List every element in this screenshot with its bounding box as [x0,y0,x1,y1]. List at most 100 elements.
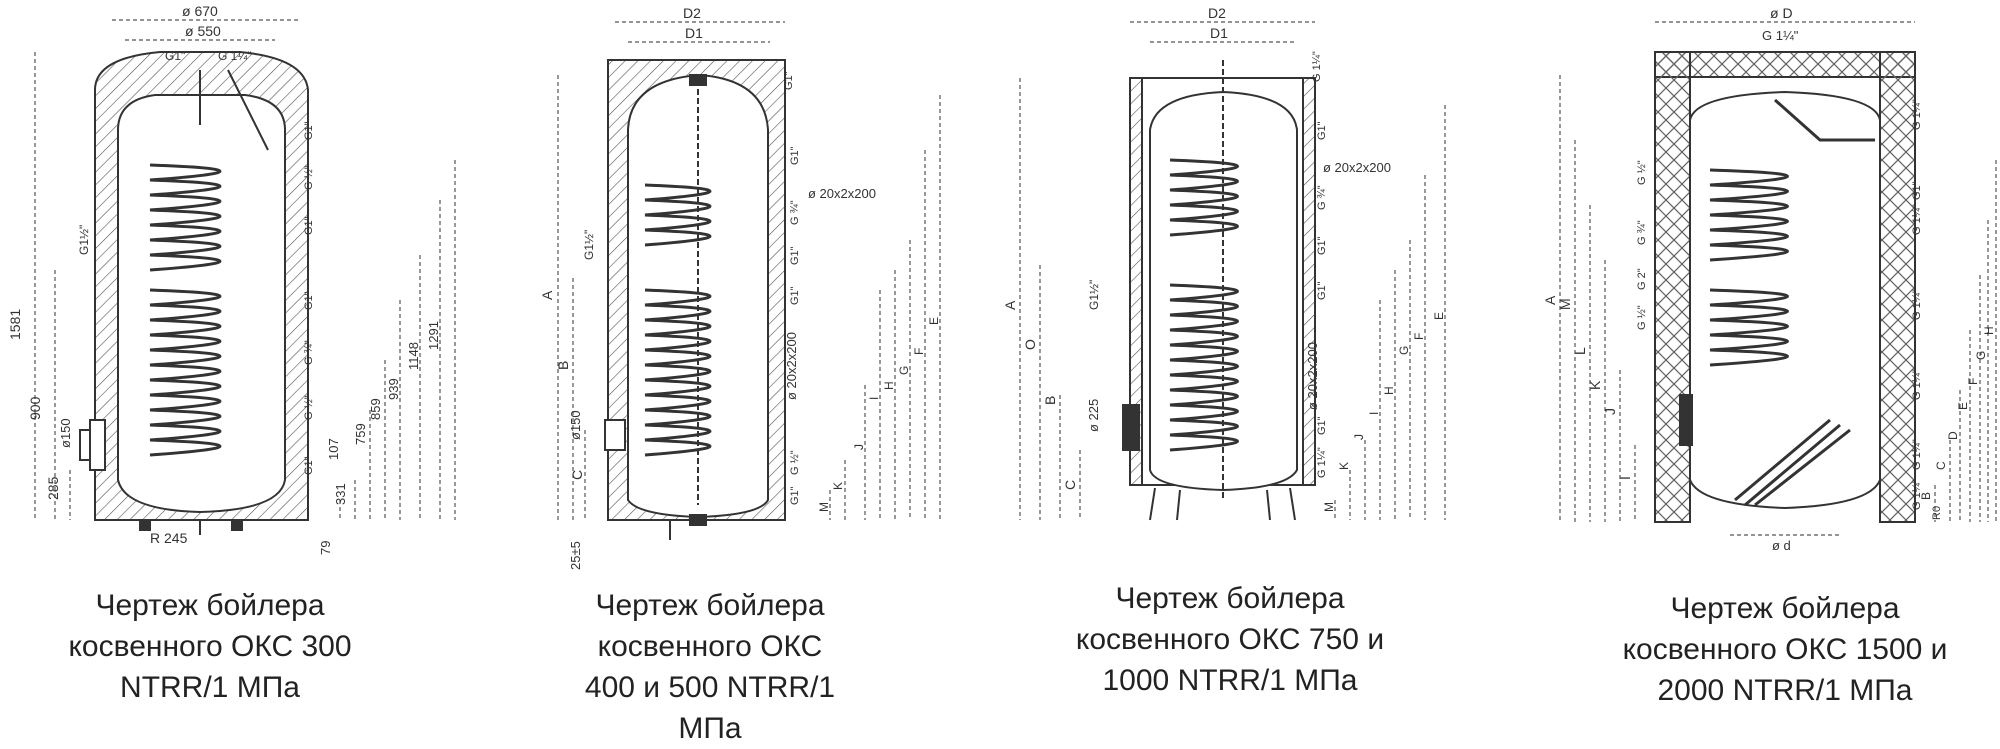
dim-rg-1: G ½" [303,165,315,190]
dim-left-a: A [1542,295,1558,305]
dim-lg-3: G ½" [1636,305,1648,330]
dim-rg-3: G1" [303,291,315,310]
dimension-lines [34,19,456,520]
dim-right-g: G [1397,346,1411,355]
dim-bottom: R 245 [150,530,188,546]
dim-top-inner: D1 [685,25,703,41]
dim-left-a: A [1005,300,1018,310]
dim-coil-2: ø 20x2x200 [1305,342,1320,410]
dim-right-b: B [1919,492,1933,500]
drawing-okc-400-500: D2 D1 G1" A B C G1½" ø150 25±5 ø 20x2x20… [520,0,980,570]
dim-right-f: F [1412,333,1426,340]
dimension-lines [1559,21,1997,536]
dim-left-m: M [1557,298,1573,310]
dim-left-a: A [539,290,555,300]
dim-lg-1: G ¾" [1636,220,1648,245]
dim-rg-5: G 1¼" [1911,439,1923,470]
dim-rg-2: G 1¼" [1911,204,1923,235]
caption-okc-300: Чертеж бойлера косвенного ОКС 300 NTRR/1… [68,589,352,704]
dim-right-k: K [1337,462,1351,470]
dim-right-2: 107 [326,438,341,460]
dim-lg-2: G 2" [1636,268,1648,290]
dim-right-e: E [1956,402,1970,410]
dim-right-0: 79 [318,541,333,555]
dim-side-g: G1½" [77,225,91,255]
dim-rg-4: G ¾" [303,340,315,365]
dim-right-d: D [1946,431,1960,440]
dim-rg-3: G 1¼" [1911,289,1923,320]
dim-rg-6: G1" [303,456,315,475]
dim-right-e: E [1432,312,1446,320]
dim-g-left: G1" [165,49,185,63]
dim-right-m: M [817,502,831,512]
dim-side-g: G1½" [1087,280,1101,310]
dim-left-b: B [1042,396,1058,405]
dim-right-i: I [1367,412,1381,415]
dim-right-6: 1148 [406,342,421,370]
dim-side-g: G1½" [582,230,596,260]
dim-rg-2: G1" [789,246,801,265]
dim-rg-4: G 1¼" [1911,369,1923,400]
dim-top-inner: D1 [1210,25,1228,41]
dim-rg-1: G ¾" [1316,185,1328,210]
dim-g-top: G 1¼" [1311,51,1323,82]
dim-rg-5: G1" [789,486,801,505]
dim-top-outer: ø 670 [182,3,218,19]
dim-right-f: F [912,348,926,355]
dim-port-d: ø 225 [1086,399,1101,432]
dim-rg-5: G ½" [303,395,315,420]
dim-right-4: 859 [368,398,383,420]
caption-okc-1500-2000: Чертеж бойлера косвенного ОКС 1500 и 200… [1622,592,1948,707]
dim-left-c: C [569,470,585,480]
dim-right-h: H [1982,326,1996,335]
dim-left-1: 1581 [7,309,23,340]
dim-rg-6: G 1¼" [1911,479,1923,510]
dim-top-outer: D2 [1208,5,1226,21]
dim-right-h: H [1382,386,1396,395]
dim-rg-0: G 1¼" [1911,99,1923,130]
dim-left-k: K [1587,380,1603,390]
dim-right-j: J [852,444,866,450]
dim-rg-5: G 1¼" [1316,447,1328,478]
dim-rg-0: G1" [789,146,801,165]
dim-bottom-d: ø d [1772,538,1791,553]
dim-right-g: G [897,366,911,375]
dim-right-3: 759 [353,423,368,445]
dim-left-c: C [1062,480,1078,490]
dim-rg-3: G1" [789,286,801,305]
dim-g-top: G1" [783,71,795,90]
dim-lg-0: G ½" [1636,160,1648,185]
drawing-okc-750-1000: D2 D1 G 1¼" A O B C G1½" ø 225 ø 20x2x20… [1005,0,1465,570]
dimension-lines [1019,21,1446,520]
dim-right-e: E [927,317,941,325]
dim-left-i: I [1617,476,1633,480]
tank-body [604,59,786,540]
dim-top-outer: D2 [683,5,701,21]
dim-top: ø D [1770,5,1793,21]
drawing-okc-300: ø 670 ø 550 G1" G 1¼" 1581 900 285 G1½" … [0,0,460,570]
dim-g-top: G 1¼" [1762,28,1799,43]
dim-right-h: H [882,381,896,390]
dim-right-c: C [1934,461,1948,470]
caption-okc-400-500: Чертеж бойлера косвенного ОКС 400 и 500 … [584,589,836,745]
dim-left-3: 285 [45,476,61,500]
dim-top-inner: ø 550 [185,23,221,39]
dim-g-right: G 1¼" [218,49,252,63]
dim-rg-0: G1" [303,121,315,140]
dim-left-o: O [1022,339,1038,350]
dim-port-d: ø150 [568,410,583,440]
dim-rg-3: G1" [1316,281,1328,300]
dim-right-7: 1291 [426,321,441,350]
dim-right-g: G [1974,351,1988,360]
dimension-lines [557,21,941,520]
dim-bottom: 25±5 [568,541,583,570]
tank-body [1654,51,1916,523]
dim-coil-1: ø 20x2x200 [1323,160,1391,175]
drawing-okc-1500-2000: ø D G 1¼" A M L K J I G ½" G ¾" G 2" G ½… [1530,0,2000,570]
dim-rg-1: G ¾" [789,200,801,225]
dim-port-d: ø150 [58,418,73,448]
dim-rg-2: G1" [1316,236,1328,255]
dim-rg-2: G1" [303,216,315,235]
dim-coil-1: ø 20x2x200 [808,186,876,201]
dim-right-m: M [1322,502,1336,512]
